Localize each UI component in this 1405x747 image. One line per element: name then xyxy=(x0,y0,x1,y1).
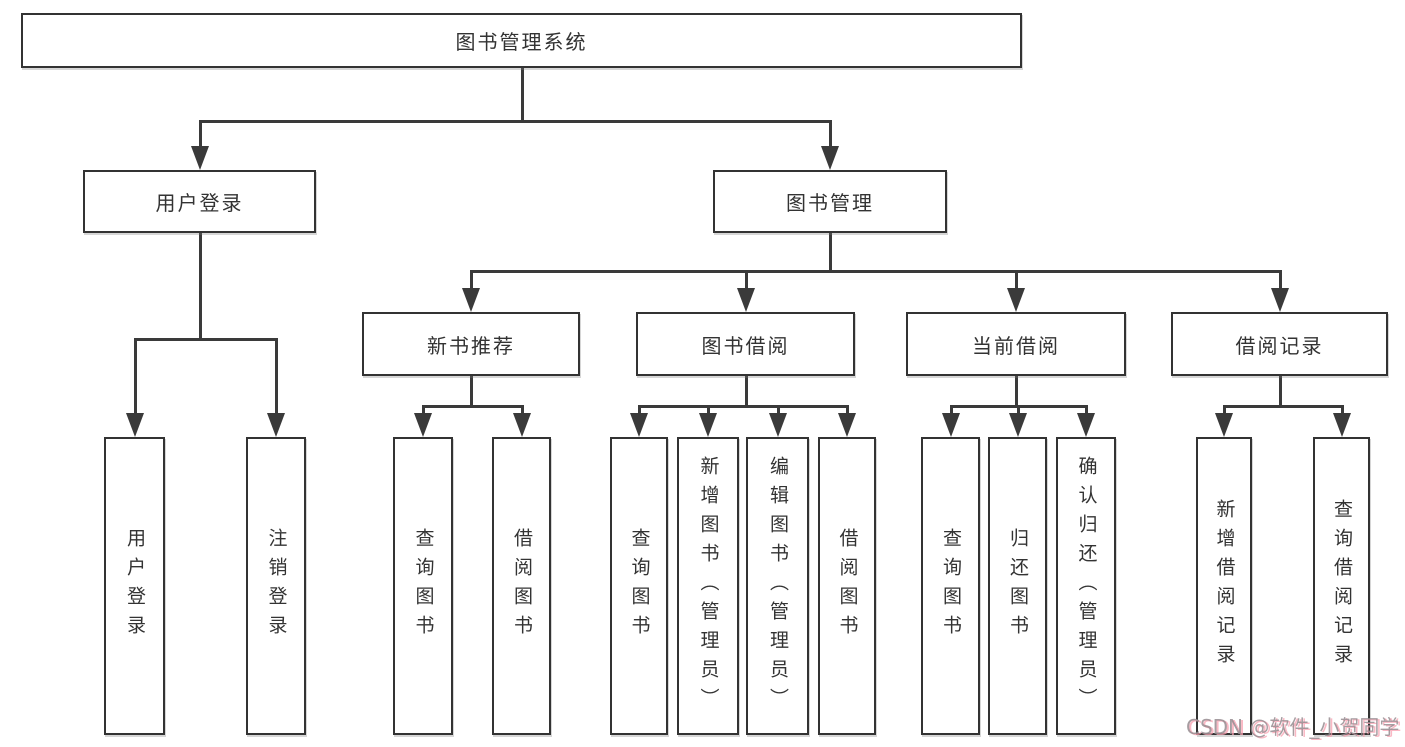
arrowhead-down-icon xyxy=(1271,288,1289,312)
leaf-query-book-1-label: 查询图书 xyxy=(412,528,435,644)
leaf-query-book-3-label: 查询图书 xyxy=(940,528,962,644)
node-current-borrow-label: 当前借阅 xyxy=(972,333,1060,358)
leaf-edit-book-admin-label: 编辑图书（管理员） xyxy=(767,455,789,717)
node-book-borrow-label: 图书借阅 xyxy=(701,333,790,358)
leaf-borrow-book-2: 借阅图书 xyxy=(818,437,876,735)
arrowhead-down-icon xyxy=(1215,413,1233,437)
arrowhead-down-icon xyxy=(513,413,531,437)
connector-line xyxy=(1279,270,1282,288)
arrowhead-down-icon xyxy=(942,413,960,437)
arrowhead-down-icon xyxy=(126,413,144,437)
arrowhead-down-icon xyxy=(267,413,285,437)
csdn-watermark: CSDN @软件_小贺同学 xyxy=(1186,715,1400,739)
node-new-book-rec: 新书推荐 xyxy=(362,312,580,376)
arrowhead-down-icon xyxy=(191,146,209,170)
connector-line xyxy=(1085,405,1088,413)
connector-line xyxy=(422,405,425,413)
leaf-logout: 注销登录 xyxy=(246,437,306,735)
arrowhead-down-icon xyxy=(737,288,755,312)
connector-line xyxy=(521,68,524,123)
leaf-user-login-label: 用户登录 xyxy=(124,528,146,644)
leaf-borrow-book-1: 借阅图书 xyxy=(492,437,551,735)
connector-line xyxy=(521,405,524,413)
leaf-add-book-admin: 新增图书（管理员） xyxy=(677,437,739,735)
leaf-return-book-label: 归还图书 xyxy=(1007,528,1029,644)
node-new-book-rec-label: 新书推荐 xyxy=(427,333,515,358)
leaf-logout-label: 注销登录 xyxy=(265,528,288,644)
leaf-user-login: 用户登录 xyxy=(104,437,165,735)
leaf-add-book-admin-label: 新增图书（管理员） xyxy=(697,455,720,717)
connector-line xyxy=(638,405,849,408)
arrowhead-down-icon xyxy=(1077,413,1095,437)
arrowhead-down-icon xyxy=(1007,288,1025,312)
arrowhead-down-icon xyxy=(1333,413,1351,437)
leaf-borrow-book-1-label: 借阅图书 xyxy=(511,528,533,644)
leaf-query-book-3: 查询图书 xyxy=(921,437,980,735)
connector-line xyxy=(199,120,832,123)
connector-line xyxy=(422,405,524,408)
node-root-label: 图书管理系统 xyxy=(455,30,588,54)
connector-line xyxy=(829,120,832,146)
node-user-login-label: 用户登录 xyxy=(155,191,244,215)
leaf-query-borrow-record: 查询借阅记录 xyxy=(1313,437,1370,735)
leaf-edit-book-admin: 编辑图书（管理员） xyxy=(746,437,809,735)
arrowhead-down-icon xyxy=(699,413,717,437)
leaf-borrow-book-2-label: 借阅图书 xyxy=(836,528,859,644)
arrowhead-down-icon xyxy=(1009,413,1027,437)
node-book-borrow: 图书借阅 xyxy=(636,312,855,376)
connector-line xyxy=(1223,405,1226,413)
arrowhead-down-icon xyxy=(821,146,839,170)
connector-line xyxy=(134,338,278,341)
node-book-mgmt: 图书管理 xyxy=(713,170,947,233)
connector-line xyxy=(745,376,748,408)
connector-line xyxy=(199,233,202,341)
leaf-confirm-return-admin-label: 确认归还（管理员） xyxy=(1075,455,1098,717)
leaf-query-borrow-record-label: 查询借阅记录 xyxy=(1331,499,1353,673)
connector-line xyxy=(1017,405,1020,413)
connector-line xyxy=(1015,270,1018,288)
connector-line xyxy=(1279,376,1282,408)
leaf-query-book-2-label: 查询图书 xyxy=(628,528,651,644)
arrowhead-down-icon xyxy=(838,413,856,437)
connector-line xyxy=(707,405,710,413)
arrowhead-down-icon xyxy=(462,288,480,312)
connector-line xyxy=(1341,405,1344,413)
connector-line xyxy=(275,338,278,413)
node-root: 图书管理系统 xyxy=(21,13,1022,68)
connector-line xyxy=(950,405,953,413)
node-user-login: 用户登录 xyxy=(83,170,316,233)
arrowhead-down-icon xyxy=(630,413,648,437)
connector-line xyxy=(470,270,473,288)
connector-line xyxy=(470,270,1282,273)
connector-line xyxy=(470,376,473,408)
connector-line xyxy=(846,405,849,413)
connector-line xyxy=(1015,376,1018,408)
leaf-confirm-return-admin: 确认归还（管理员） xyxy=(1056,437,1116,735)
leaf-add-borrow-record: 新增借阅记录 xyxy=(1196,437,1252,735)
leaf-add-borrow-record-label: 新增借阅记录 xyxy=(1213,499,1236,673)
arrowhead-down-icon xyxy=(769,413,787,437)
leaf-query-book-1: 查询图书 xyxy=(393,437,453,735)
connector-line xyxy=(638,405,641,413)
leaf-return-book: 归还图书 xyxy=(988,437,1047,735)
connector-line xyxy=(777,405,780,413)
arrowhead-down-icon xyxy=(414,413,432,437)
connector-line xyxy=(199,120,202,146)
connector-line xyxy=(134,338,137,413)
node-borrow-records: 借阅记录 xyxy=(1171,312,1388,376)
connector-line xyxy=(1223,405,1344,408)
connector-line xyxy=(745,270,748,288)
connector-line xyxy=(829,233,832,273)
leaf-query-book-2: 查询图书 xyxy=(610,437,668,735)
node-current-borrow: 当前借阅 xyxy=(906,312,1126,376)
node-book-mgmt-label: 图书管理 xyxy=(786,191,874,215)
node-borrow-records-label: 借阅记录 xyxy=(1235,333,1324,358)
